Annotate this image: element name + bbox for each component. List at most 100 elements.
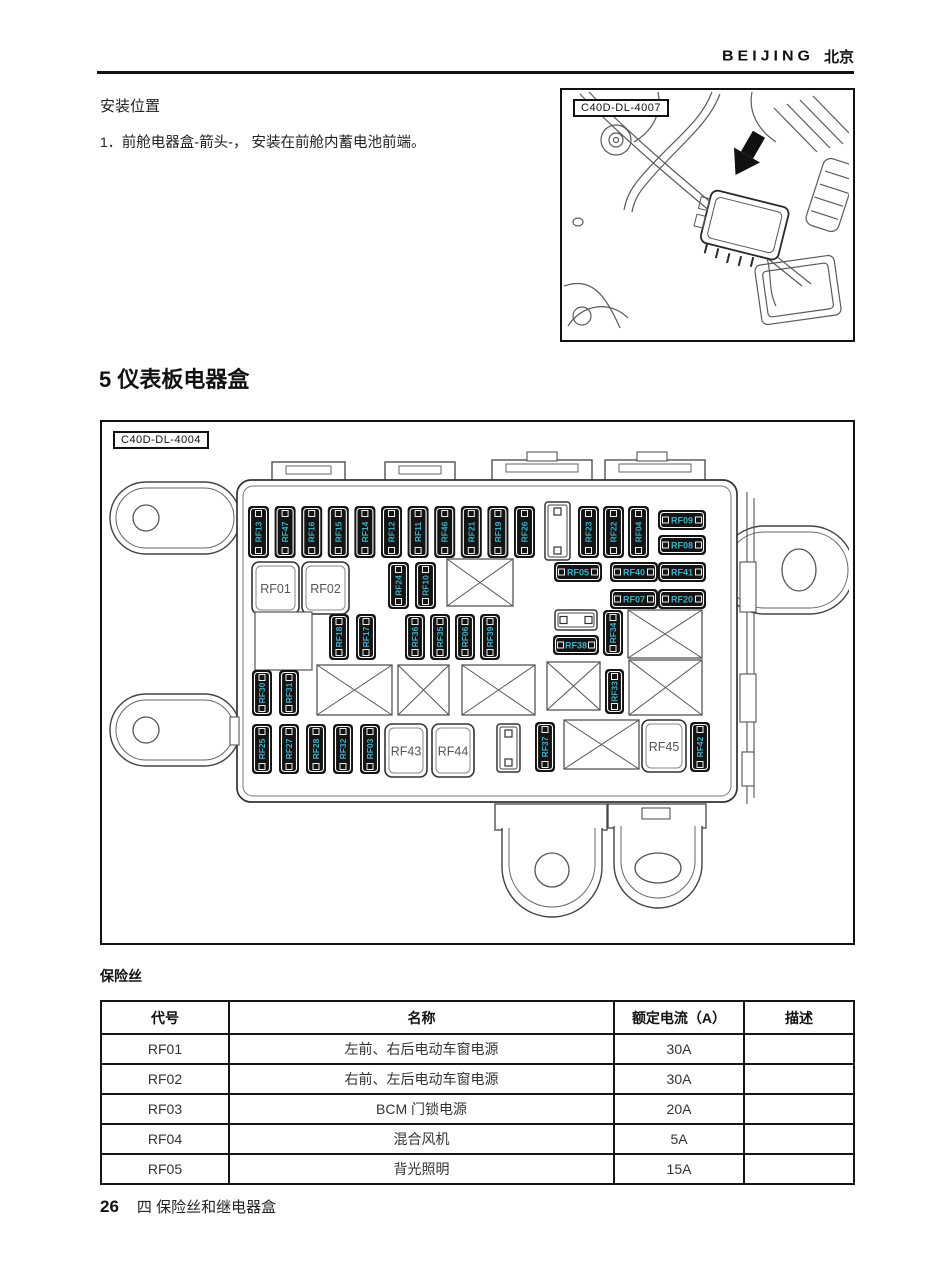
chapter-title: 四 保险丝和继电器盒: [136, 1199, 277, 1216]
fuse-RF26: RF26: [514, 506, 535, 558]
relay-slot-RF43: RF43: [384, 723, 428, 778]
svg-text:RF30: RF30: [257, 682, 267, 703]
svg-text:RF25: RF25: [257, 738, 267, 759]
table-cell: [743, 1123, 855, 1155]
svg-text:RF23: RF23: [584, 521, 594, 542]
relay-crossed-slot: [397, 664, 450, 716]
section-heading: 5 仪表板电器盒: [99, 367, 250, 392]
table-cell: [743, 1033, 855, 1065]
connector-slot: [496, 723, 521, 773]
table-cell: BCM 门锁电源: [228, 1093, 615, 1125]
install-location-title: 安装位置: [100, 98, 161, 115]
fuse-RF38: RF38: [553, 635, 599, 655]
table-cell: 20A: [613, 1093, 745, 1125]
table-cell: 5A: [613, 1123, 745, 1155]
connector-slot: [554, 609, 598, 631]
relay-crossed-slot: [446, 558, 514, 607]
fuse-RF24: RF24: [388, 562, 409, 609]
svg-text:RF08: RF08: [671, 541, 693, 551]
fuse-RF33: RF33: [605, 669, 624, 714]
svg-text:RF38: RF38: [565, 641, 587, 651]
relay-crossed-slot: [546, 661, 601, 711]
fuse-RF13: RF13: [248, 506, 269, 558]
fuse-RF35: RF35: [430, 614, 450, 660]
table-cell: RF03: [100, 1093, 230, 1125]
svg-text:RF20: RF20: [671, 595, 693, 605]
table-cell: 背光照明: [228, 1153, 615, 1185]
svg-text:RF18: RF18: [334, 626, 344, 647]
table-cell: 右前、左后电动车窗电源: [228, 1063, 615, 1095]
fuse-RF30: RF30: [252, 670, 272, 716]
relay-slot-RF44: RF44: [431, 723, 475, 778]
fuse-RF16: RF16: [301, 506, 323, 558]
fuse-RF42: RF42: [690, 722, 710, 772]
fuse-RF12: RF12: [381, 506, 402, 558]
fuse-RF21: RF21: [460, 506, 482, 558]
svg-text:RF03: RF03: [365, 738, 375, 759]
engine-bay-figure: C40D-DL-4007: [560, 88, 857, 342]
fuse-RF47: RF47: [274, 506, 296, 558]
relay-slot-RF45: RF45: [641, 719, 687, 773]
svg-text:RF46: RF46: [440, 521, 450, 542]
table-cell: 左前、右后电动车窗电源: [228, 1033, 615, 1065]
fuse-RF09: RF09: [658, 510, 706, 530]
svg-text:RF45: RF45: [649, 740, 680, 754]
fuse-RF17: RF17: [356, 614, 376, 660]
svg-text:RF21: RF21: [466, 521, 476, 542]
relay-crossed-slot: [461, 664, 536, 716]
connector-slot: [544, 501, 571, 561]
table-cell: 混合风机: [228, 1123, 615, 1155]
svg-text:RF32: RF32: [338, 738, 348, 759]
pointer-arrow-icon: [734, 130, 766, 175]
relay-crossed-slot: [316, 664, 393, 716]
svg-text:RF47: RF47: [280, 521, 290, 542]
relay-box-drawing: [693, 130, 790, 268]
table-cell: 30A: [613, 1033, 745, 1065]
svg-text:RF44: RF44: [438, 745, 469, 759]
engine-bay-drawing: [563, 91, 857, 329]
relay-crossed-slot: [628, 659, 703, 716]
fuse-RF05: RF05: [554, 562, 602, 582]
empty-slot: [254, 611, 313, 671]
brand-logo: BEIJING 北京: [722, 46, 854, 67]
page-number: 26: [100, 1197, 119, 1216]
col-header-rating: 额定电流（A）: [613, 1000, 745, 1035]
svg-text:RF05: RF05: [567, 568, 589, 578]
figure-code-label: C40D-DL-4004: [113, 431, 209, 449]
svg-text:RF10: RF10: [421, 575, 431, 596]
fuse-section-label: 保险丝: [100, 968, 142, 984]
fuse-RF03: RF03: [360, 724, 380, 774]
list-text: 前舱电器盒-箭头-， 安装在前舱内蓄电池前端。: [121, 135, 426, 151]
svg-text:RF33: RF33: [610, 681, 620, 702]
svg-text:RF02: RF02: [310, 582, 341, 596]
fuse-RF20: RF20: [658, 589, 706, 609]
svg-text:RF12: RF12: [387, 521, 397, 542]
svg-text:RF37: RF37: [540, 736, 550, 757]
table-header-row: 代号 名称 额定电流（A） 描述: [100, 1000, 855, 1035]
fuse-RF39: RF39: [480, 614, 500, 660]
table-cell: 30A: [613, 1063, 745, 1095]
fuse-RF08: RF08: [658, 535, 706, 555]
table-cell: RF02: [100, 1063, 230, 1095]
fuse-RF07: RF07: [610, 589, 658, 609]
svg-text:RF07: RF07: [623, 595, 645, 605]
fuse-RF27: RF27: [279, 724, 299, 774]
fuse-RF46: RF46: [434, 506, 456, 558]
svg-text:RF04: RF04: [634, 521, 644, 542]
svg-text:RF40: RF40: [623, 568, 645, 578]
fuse-RF34: RF34: [603, 610, 623, 656]
fuse-RF15: RF15: [327, 506, 349, 558]
fuse-RF10: RF10: [415, 562, 436, 609]
fuse-RF18: RF18: [329, 614, 349, 660]
install-location-item: 1．前舱电器盒-箭头-， 安装在前舱内蓄电池前端。: [100, 131, 425, 152]
fuse-RF04: RF04: [628, 506, 649, 558]
fuse-RF06: RF06: [455, 614, 475, 660]
svg-text:RF09: RF09: [671, 516, 693, 526]
fuse-RF25: RF25: [252, 724, 272, 774]
